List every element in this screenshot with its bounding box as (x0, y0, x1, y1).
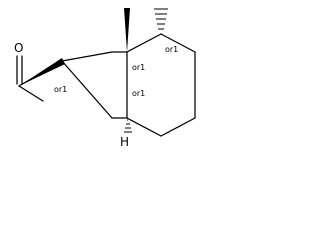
bond-c3a-c4 (126, 33, 162, 53)
hydrogen-atom-label: H (120, 135, 129, 149)
stereo-label-c4: or1 (165, 45, 178, 54)
hashed-bond-c7a-hydrogen (124, 119, 132, 133)
bond-c6-c7 (160, 117, 196, 137)
oxygen-atom-label: O (14, 41, 23, 55)
bond-c4-c5 (160, 33, 196, 53)
bond-c2-c1 (61, 51, 113, 62)
wedge-bond-c3a-methyl (124, 8, 130, 52)
stereo-label-c2: or1 (54, 85, 67, 94)
bond-c7-c7a (126, 117, 162, 137)
stereo-label-c7a: or1 (132, 89, 145, 98)
bond-c2-c3 (61, 60, 113, 119)
wedge-bond-c2 (19, 58, 65, 86)
hashed-bond-c4-methyl (154, 8, 168, 35)
molecule-structure: O H or1 or1 or1 or1 (14, 8, 196, 149)
stereo-label-c3a: or1 (132, 63, 145, 72)
bond-carbonyl-methyl (18, 85, 44, 102)
